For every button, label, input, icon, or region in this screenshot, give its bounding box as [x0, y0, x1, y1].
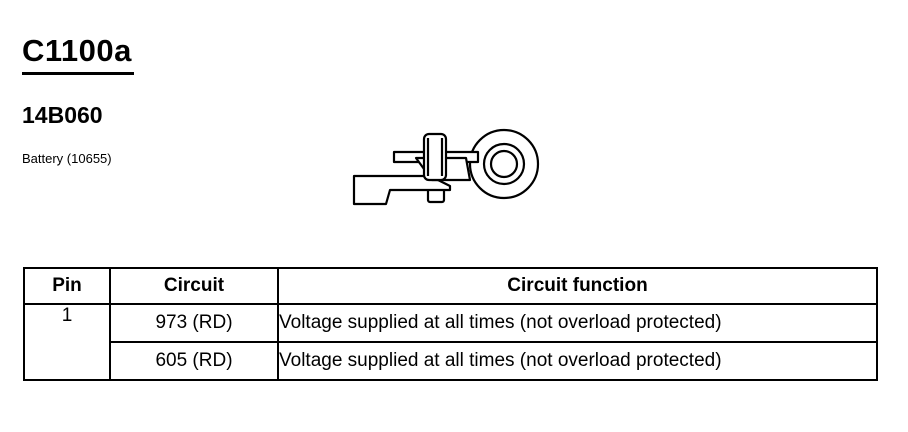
pin-cell: 1	[23, 303, 111, 381]
connector-id: C1100a	[22, 33, 132, 68]
table-row: 605 (RD) Voltage supplied at all times (…	[24, 341, 878, 381]
table-row: 1 973 (RD) Voltage supplied at all times…	[23, 303, 878, 381]
part-number: 14B060	[22, 102, 103, 128]
header-pin: Pin	[23, 267, 111, 305]
connector-id-underline	[22, 72, 134, 75]
table-header-row: Pin Circuit Circuit function	[23, 267, 878, 305]
header-circuit-function: Circuit function	[277, 267, 878, 305]
circuit-function-cell: Voltage supplied at all times (not overl…	[277, 303, 878, 343]
pinout-table: Pin Circuit Circuit function 1 973 (RD) …	[23, 267, 878, 381]
circuit-cell: 973 (RD)	[109, 303, 279, 343]
header-circuit: Circuit	[109, 267, 279, 305]
circuit-function-cell: Voltage supplied at all times (not overl…	[277, 341, 878, 381]
battery-terminal-icon	[352, 128, 540, 206]
circuit-cell: 605 (RD)	[109, 341, 279, 381]
component-name: Battery (10655)	[22, 151, 112, 166]
